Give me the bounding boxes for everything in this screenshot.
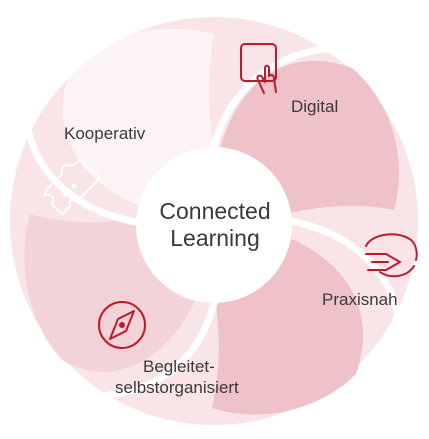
label-selbstorganisiert: selbstorganisiert (115, 378, 239, 397)
puzzle-icon (43, 159, 100, 215)
center-title-line2: Learning (170, 225, 260, 251)
center-title-line1: Connected (159, 198, 271, 224)
label-digital: Digital (291, 97, 339, 116)
center-title: Connected Learning (150, 198, 280, 252)
label-begleitet: Begleitet- (143, 357, 215, 376)
center-circle (136, 147, 292, 303)
handshake-icon (365, 233, 418, 278)
label-praxisnah: Praxisnah (322, 290, 398, 309)
label-kooperativ: Kooperativ (64, 124, 146, 143)
compass-icon (98, 301, 146, 349)
tablet-touch-icon (240, 43, 277, 94)
